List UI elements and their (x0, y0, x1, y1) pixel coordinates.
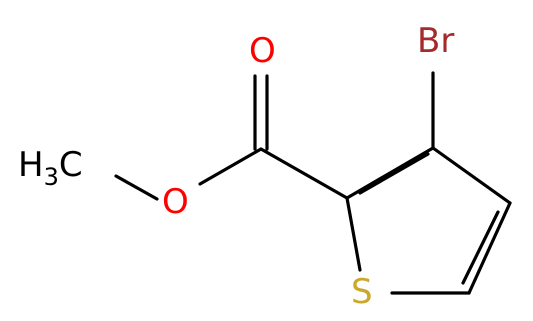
bond-carbonyl-ring-c2 (259, 147, 349, 200)
sulfur-label: S (351, 272, 373, 312)
bond-c2-c3-inner (358, 152, 430, 195)
bond-c4-c5 (467, 201, 512, 295)
carbonyl-oxygen-label: O (249, 31, 276, 71)
bond-ester-oxygen-carbonyl-carbon (198, 147, 263, 186)
ester-oxygen-label: O (162, 182, 189, 222)
bond-c3-c4 (431, 146, 512, 205)
methyl-label: H3C (18, 145, 83, 191)
bond-methyl-ester-oxygen (114, 174, 159, 201)
bonds (114, 71, 512, 295)
bond-c2-c3 (345, 146, 435, 200)
bond-sulfur-c2 (345, 196, 362, 272)
bromine-label: Br (417, 21, 454, 61)
atom-labels: H3C O O Br S (18, 21, 454, 312)
bond-c4-c5-inner (461, 210, 500, 285)
